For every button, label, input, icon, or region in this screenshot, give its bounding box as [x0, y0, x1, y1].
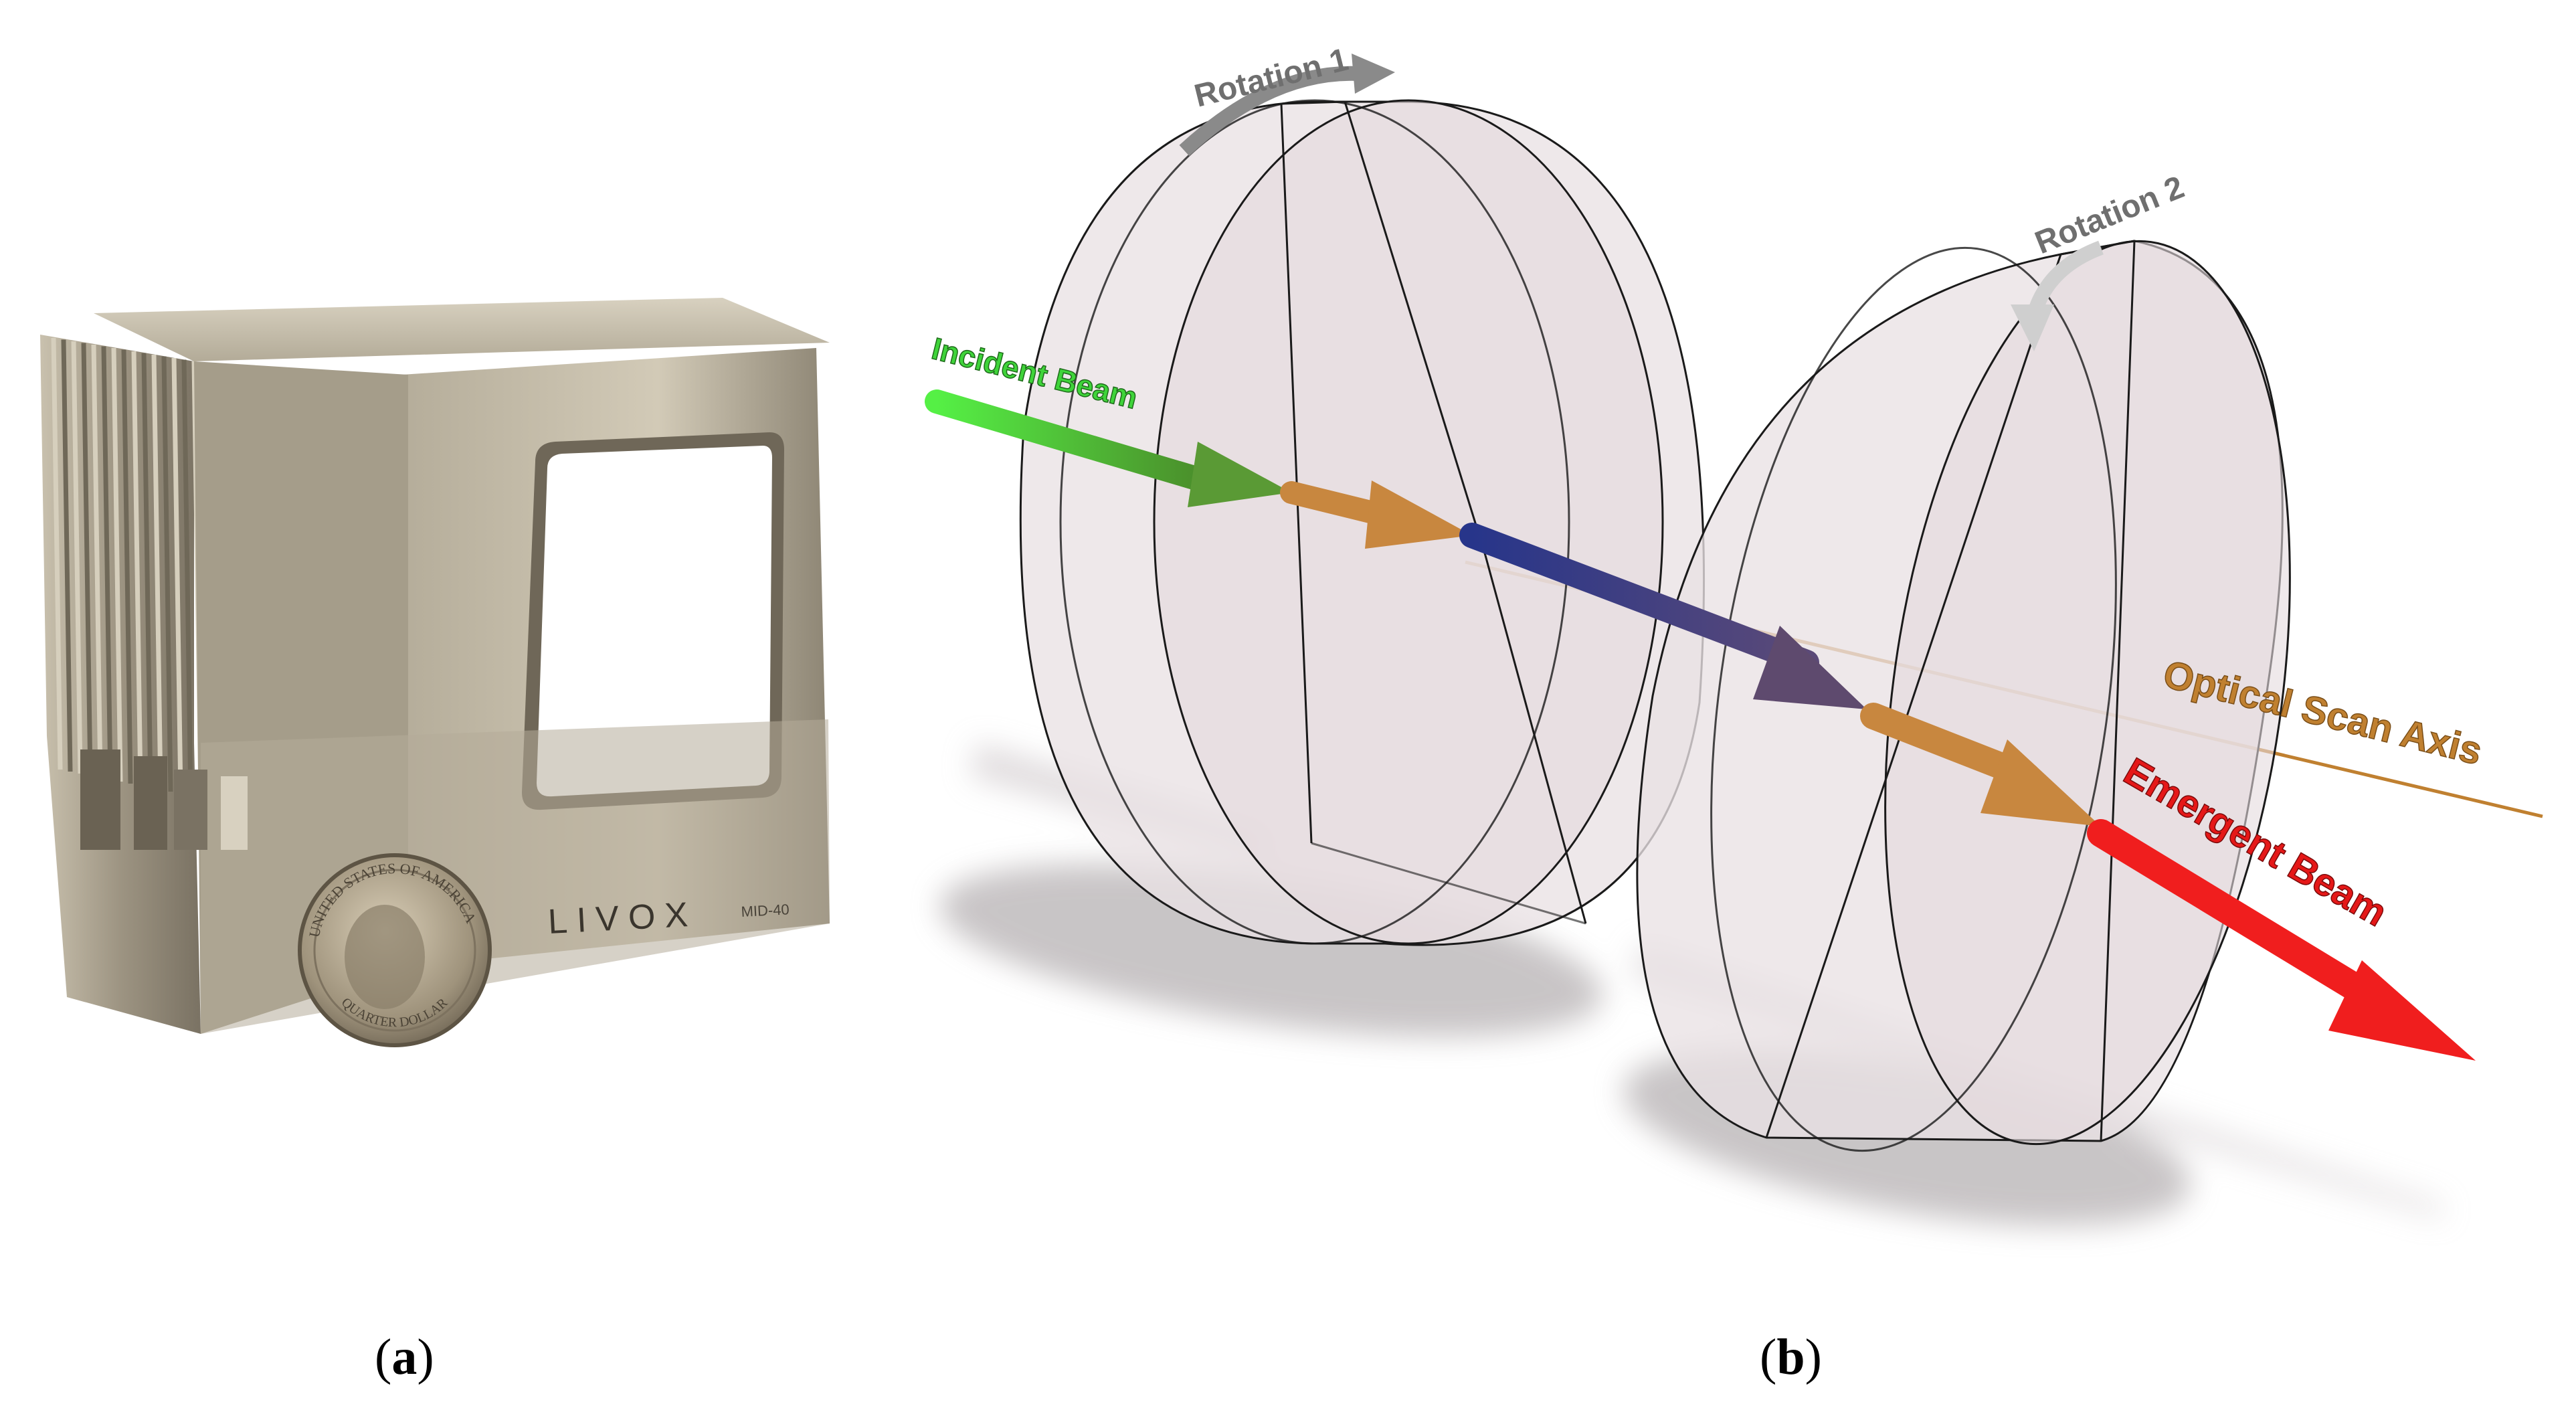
fin: [71, 341, 83, 774]
panel-b-diagram: Rotation 1 Rotation 2 Incident Beam Opti…: [925, 41, 2543, 1226]
caption-b-close: ): [1805, 1329, 1822, 1385]
incident-beam: [925, 389, 1291, 507]
quarter-coin: UNITED STATES OF AMERICA QUARTER DOLLAR: [298, 853, 492, 1047]
fin: [111, 347, 123, 782]
rotation-1-arrow: [1179, 54, 1395, 157]
fin: [131, 351, 143, 786]
caption-b: (b): [1760, 1328, 1822, 1387]
refracted-beam-1: [1280, 480, 1472, 549]
emergent-beam: [2087, 819, 2476, 1061]
fin: [101, 346, 113, 780]
fin: [171, 357, 183, 794]
fin: [121, 349, 133, 784]
fin: [81, 343, 93, 776]
caption-a-letter: a: [391, 1329, 418, 1385]
refracted-beam-2: [1860, 703, 2101, 826]
device-brand-text: LIVOX: [547, 895, 699, 942]
device-top-face: [94, 298, 830, 361]
beam-path: [925, 389, 2476, 1061]
rotation-2-arrow: [2011, 240, 2104, 351]
gap-beam: [1459, 523, 1867, 709]
fin: [151, 354, 163, 790]
panel-a-device: LIVOX MID-40 UNITED STATES OF AMERICA QU…: [40, 298, 830, 1047]
device-window: [522, 432, 784, 810]
prism-1: [1019, 99, 1706, 946]
caption-b-letter: b: [1776, 1329, 1805, 1385]
caption-a-open: (: [375, 1329, 392, 1385]
fin: [91, 344, 103, 778]
fin: [181, 359, 193, 796]
device-connectors: [80, 749, 248, 850]
caption-b-open: (: [1760, 1329, 1777, 1385]
prism-2: [1636, 240, 2291, 1152]
caption-a-close: ): [417, 1329, 434, 1385]
fin: [161, 356, 173, 792]
fin: [61, 339, 73, 772]
fin: [51, 337, 63, 770]
device-model-text: MID-40: [741, 901, 790, 920]
caption-a: (a): [375, 1328, 434, 1387]
fin: [141, 353, 153, 788]
